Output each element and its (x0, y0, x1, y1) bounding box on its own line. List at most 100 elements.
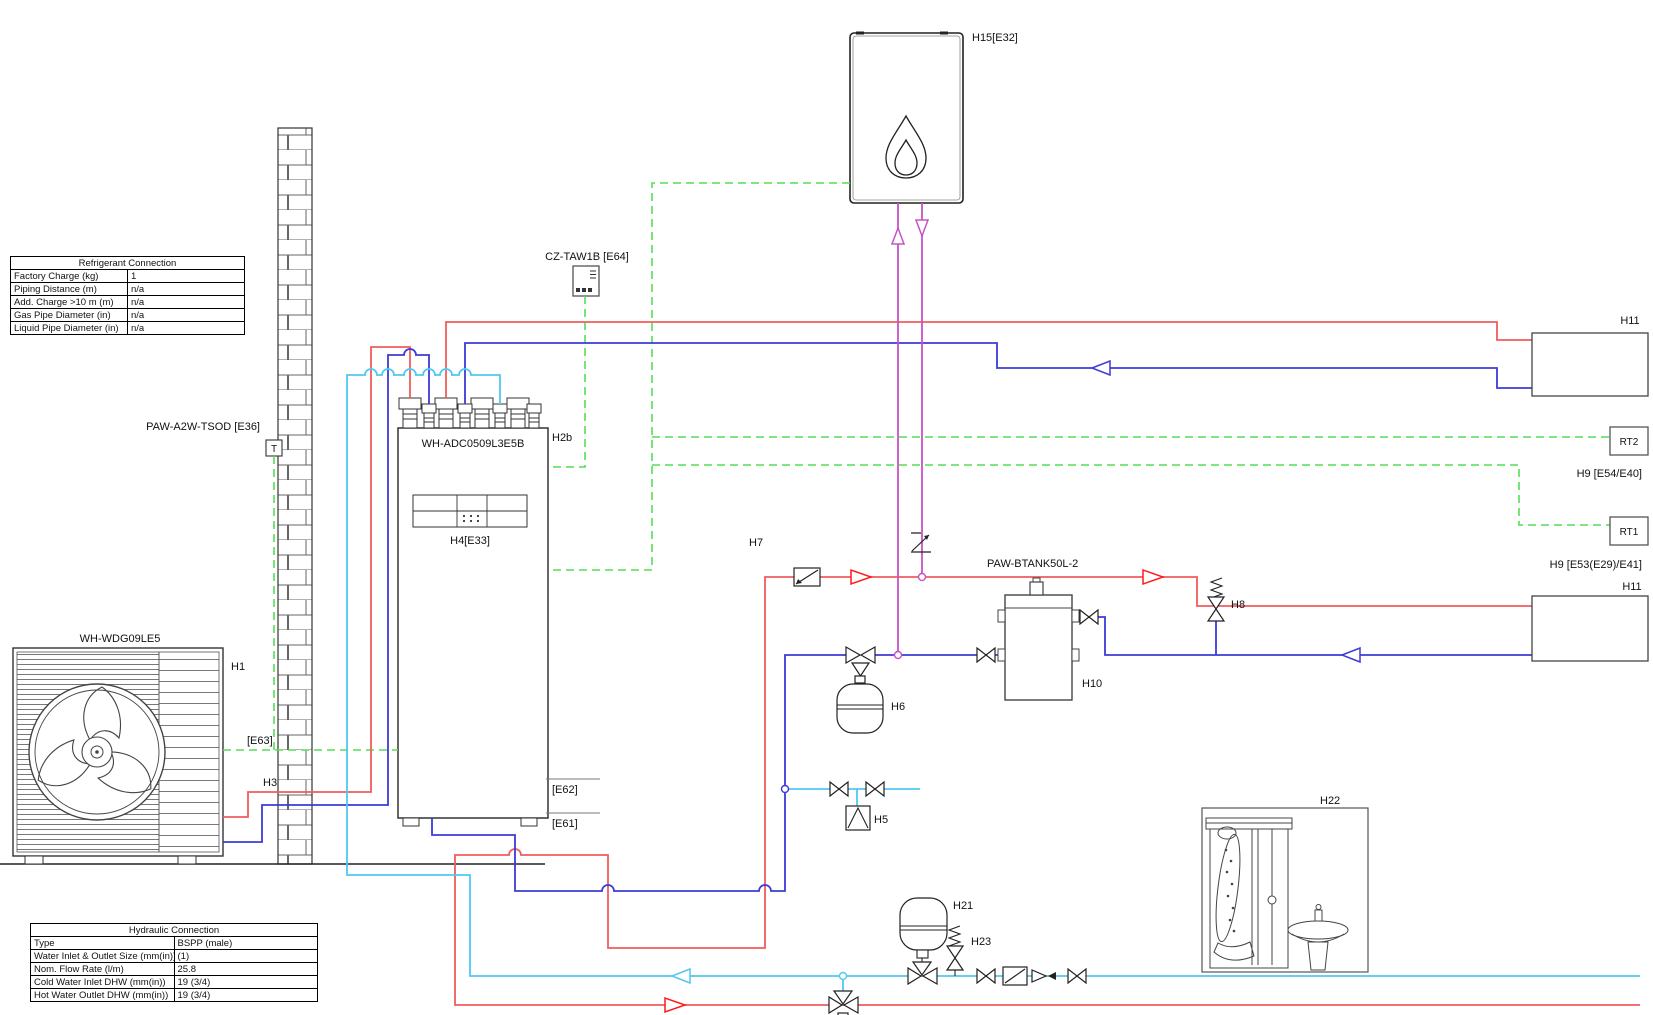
h1-label: H1 (231, 661, 245, 673)
fan-coil-bottom (1531, 595, 1649, 662)
e61-label: [E61] (552, 818, 578, 830)
fan-icon (28, 683, 166, 821)
table-row-label: Liquid Pipe Diameter (in) (10, 321, 128, 335)
table-row-label: Cold Water Inlet DHW (mm(in)) (30, 975, 175, 989)
check-valve-boiler (911, 532, 931, 553)
fan-coil-top (1531, 332, 1649, 397)
gate-valves (829, 608, 1099, 985)
gate-valve (976, 646, 996, 664)
table-row-value: n/a (127, 321, 245, 335)
table-row-label: Type (30, 936, 175, 950)
safety-valve-h23 (945, 925, 965, 976)
table-row-value: 19 (3/4) (173, 975, 318, 989)
h10-label: H10 (1082, 678, 1102, 690)
shower-icon (1205, 817, 1293, 969)
pressure-reducing-valve (1031, 969, 1056, 983)
tsod-label: PAW-A2W-TSOD [E36] (146, 421, 260, 433)
outdoor-unit (12, 647, 224, 865)
pipe-heating-flow-red (223, 321, 1640, 1006)
pipe-boiler-magenta (897, 203, 923, 651)
table-row-label: Add. Charge >10 m (m) (10, 295, 128, 309)
table-row-label: Gas Pipe Diameter (in) (10, 308, 128, 322)
h22-label: H22 (1320, 795, 1340, 807)
h4-label: H4[E33] (450, 535, 490, 547)
flow-arrow-right (664, 996, 688, 1014)
gate-valve (1067, 967, 1087, 985)
table-row-value: 25.8 (173, 962, 318, 976)
h11-bottom-label: H11 (1622, 581, 1641, 593)
table-row-label: Water Inlet & Outlet Size (mm(in)) (30, 949, 175, 963)
buffer-tank (997, 577, 1080, 701)
pipe-junctions (780, 572, 927, 981)
table-row-value: (1) (173, 949, 318, 963)
check-valve-h7 (793, 567, 821, 587)
table-row-label: Piping Distance (m) (10, 282, 128, 296)
table-row-value: n/a (127, 308, 245, 322)
indoor-unit-control-panel (412, 494, 528, 528)
room-thermostat-rt2 (1609, 426, 1649, 456)
flow-arrow-left (1339, 646, 1361, 664)
rt2-label: RT2 (1620, 437, 1639, 448)
outdoor-model-label: WH-WDG09LE5 (80, 633, 161, 645)
flow-arrows (664, 219, 1361, 1014)
gate-valve (1079, 608, 1099, 626)
h3-label: H3 (263, 777, 277, 789)
h5-label: H5 (874, 814, 888, 826)
h21-label: H21 (953, 900, 973, 912)
check-valve-dhw (1002, 966, 1028, 986)
cztaw-label: CZ-TAW1B [E64] (545, 251, 629, 263)
boiler-label: H15[E32] (972, 32, 1018, 44)
room-thermostat-rt1 (1609, 516, 1649, 546)
expansion-vessel-h6 (836, 683, 884, 734)
network-adapter-icon (572, 265, 600, 297)
table-title: Refrigerant Connection (10, 256, 245, 270)
h9-bottom-label: H9 [E53(E29)/E41] (1550, 559, 1642, 571)
refrigerant-connection-table: Refrigerant Connection Factory Charge (k… (10, 256, 245, 335)
h23-label: H23 (971, 936, 991, 948)
t-sensor-label: T (271, 444, 277, 455)
e63-label: [E63] (247, 735, 273, 747)
table-row-value: n/a (127, 282, 245, 296)
three-way-valve-h6 (845, 645, 876, 684)
gate-valve (865, 780, 885, 798)
filter-h5 (845, 805, 871, 831)
flow-arrow-right (850, 568, 874, 586)
indoor-unit-ports (398, 397, 542, 429)
table-title: Hydraulic Connection (30, 923, 318, 937)
signal-lines-green (223, 182, 1610, 751)
table-row-value: 19 (3/4) (173, 988, 318, 1002)
gate-valve (976, 967, 996, 985)
safety-valve-h8 (1206, 577, 1226, 622)
h2b-label: H2b (552, 432, 572, 444)
table-row-value: n/a (127, 295, 245, 309)
flow-arrow-right (1142, 568, 1166, 586)
gate-valve (829, 780, 849, 798)
h8-label: H8 (1231, 599, 1245, 611)
flow-arrow-down (914, 219, 930, 239)
e62-label: [E62] (552, 784, 578, 796)
rt1-label: RT1 (1620, 527, 1639, 538)
bathroom (1201, 807, 1369, 973)
table-row-value: BSPP (male) (173, 936, 318, 950)
h6-label: H6 (891, 701, 905, 713)
btank-label: PAW-BTANK50L-2 (987, 558, 1078, 570)
table-row-label: Factory Charge (kg) (10, 269, 128, 283)
flow-arrow-left (669, 967, 691, 985)
three-way-valve-h21 (907, 961, 938, 986)
table-row-label: Nom. Flow Rate (l/m) (30, 962, 175, 976)
sink-icon (1287, 904, 1349, 971)
flame-icon (885, 114, 927, 179)
flow-arrow-up (890, 225, 906, 245)
gas-boiler (849, 31, 964, 204)
indoor-unit (397, 397, 600, 827)
diagram-labels: WH-WDG09LE5 H1 [E63] H3 PAW-A2W-TSOD [E3… (80, 32, 1642, 948)
expansion-vessel-h21 (899, 897, 948, 963)
table-row-label: Hot Water Outlet DHW (mm(in)) (30, 988, 175, 1002)
h7-label: H7 (749, 537, 763, 549)
flow-arrow-left (1089, 359, 1111, 377)
h9-top-label: H9 [E54/E40] (1577, 468, 1642, 480)
h11-top-label: H11 (1620, 315, 1639, 327)
